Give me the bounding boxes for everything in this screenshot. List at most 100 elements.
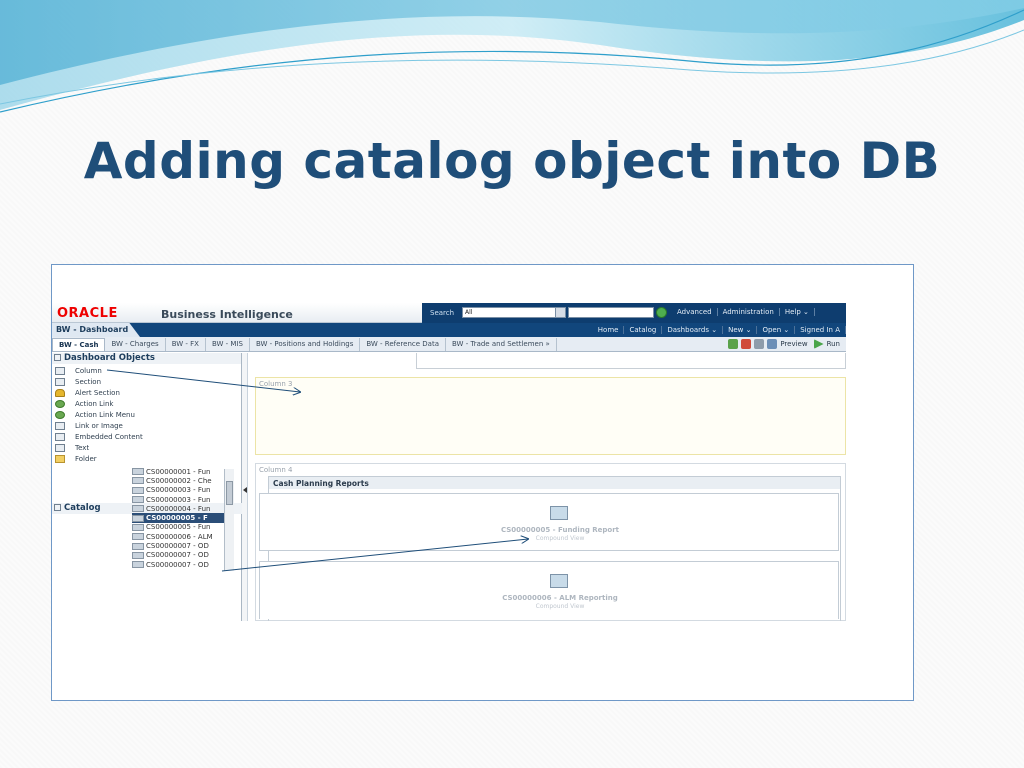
advanced-link[interactable]: Advanced [672, 308, 718, 316]
help-link[interactable]: Help ⌄ [780, 308, 815, 316]
dashboards-menu[interactable]: Dashboards ⌄ [662, 326, 724, 334]
slide-wave-decoration [0, 0, 1024, 113]
object-link-or-image[interactable]: Link or Image [55, 420, 241, 431]
object-section[interactable]: Section [55, 376, 241, 387]
search-label: Search [430, 309, 455, 317]
tab-bw-positions[interactable]: BW - Positions and Holdings [250, 338, 361, 351]
catalog-item[interactable]: CS00000004 - Fun [132, 504, 232, 513]
column-3[interactable]: Column 3 [255, 377, 846, 455]
dashboard-tabs: BW - Cash BW - Charges BW - FX BW - MIS … [52, 337, 846, 352]
dashboard-canvas: Column 3 Column 4 Cash Planning Reports … [249, 353, 846, 621]
object-text[interactable]: Text [55, 442, 241, 453]
report-icon [132, 514, 144, 522]
search-input[interactable] [568, 307, 654, 318]
tab-bw-mis[interactable]: BW - MIS [206, 338, 250, 351]
top-links: Advanced Administration Help ⌄ [672, 308, 815, 316]
catalog-item-label: CS00000003 - Fun [146, 486, 211, 495]
action-link-icon [55, 399, 65, 408]
catalog-link[interactable]: Catalog [624, 326, 663, 334]
report-alm[interactable]: CS00000006 - ALM Reporting Compound View [259, 561, 839, 619]
object-action-link[interactable]: Action Link [55, 398, 241, 409]
scrollbar-thumb[interactable] [226, 481, 233, 505]
object-action-link-menu[interactable]: Action Link Menu [55, 409, 241, 420]
report-funding[interactable]: CS00000005 - Funding Report Compound Vie… [259, 493, 839, 551]
panel-splitter[interactable] [242, 353, 248, 621]
catalog-item[interactable]: CS00000005 - Fun [132, 523, 232, 532]
catalog-item[interactable]: CS00000003 - Fun [132, 486, 232, 495]
editor-toolbar: Preview Run [728, 339, 846, 349]
object-label: Link or Image [75, 421, 123, 430]
catalog-item[interactable]: CS00000006 - ALM [132, 532, 232, 541]
object-column[interactable]: Column [55, 365, 241, 376]
product-title: Business Intelligence [161, 308, 293, 321]
report-icon [132, 477, 144, 485]
catalog-item-label: CS00000003 - Fun [146, 495, 211, 504]
home-link[interactable]: Home [593, 326, 625, 334]
open-menu[interactable]: Open ⌄ [757, 326, 796, 334]
run-icon [813, 339, 824, 349]
object-label: Text [75, 443, 90, 452]
catalog-item[interactable]: CS00000003 - Fun [132, 495, 232, 504]
report-icon [132, 561, 144, 569]
chevron-down-icon [555, 308, 565, 317]
catalog-item[interactable]: CS00000001 - Fun [132, 467, 232, 476]
tab-bw-reference[interactable]: BW - Reference Data [360, 338, 446, 351]
catalog-item-label: CS00000005 - Fun [146, 523, 211, 532]
report-icon [132, 505, 144, 513]
object-embedded-content[interactable]: Embedded Content [55, 431, 241, 442]
object-label: Alert Section [75, 388, 120, 397]
object-label: Section [75, 377, 102, 386]
collapse-arrow-icon[interactable] [243, 487, 247, 493]
signed-in-menu[interactable]: Signed In A [795, 326, 846, 334]
catalog-item-label: CS00000005 - F [146, 514, 208, 523]
tab-bw-trade[interactable]: BW - Trade and Settlemen » [446, 338, 557, 351]
delete-icon[interactable] [741, 339, 752, 349]
object-folder[interactable]: Folder [55, 453, 241, 464]
save-icon[interactable] [728, 339, 739, 349]
catalog-item-label: CS00000007 - OD [146, 542, 209, 551]
catalog-scrollbar[interactable] [224, 469, 234, 571]
search-scope-select[interactable]: All [462, 307, 566, 318]
report-icon [132, 551, 144, 559]
properties-icon[interactable] [754, 339, 765, 349]
catalog-item-selected[interactable]: CS00000005 - F [132, 513, 232, 523]
catalog-item[interactable]: CS00000007 - OD [132, 551, 232, 560]
tab-bw-fx[interactable]: BW - FX [166, 338, 206, 351]
report-icon [132, 533, 144, 541]
embed-icon [55, 432, 65, 441]
obi-header: ORACLE Business Intelligence Search All … [52, 303, 846, 323]
catalog-header[interactable]: Catalog [52, 503, 242, 514]
catalog-item[interactable]: CS00000002 - Che [132, 476, 232, 485]
dashboard-objects-title: Dashboard Objects [64, 353, 155, 363]
catalog-item-label: CS00000002 - Che [146, 476, 212, 485]
catalog-item-label: CS00000007 - OD [146, 560, 209, 569]
search-go-icon[interactable] [656, 307, 667, 318]
report-icon [132, 523, 144, 531]
object-alert-section[interactable]: Alert Section [55, 387, 241, 398]
tab-bw-charges[interactable]: BW - Charges [105, 338, 166, 351]
report-icon [132, 542, 144, 550]
object-label: Action Link Menu [75, 410, 135, 419]
catalog-item[interactable]: CS00000007 - OD [132, 541, 232, 550]
run-button[interactable]: Run [826, 340, 840, 348]
tab-bw-cash[interactable]: BW - Cash [52, 338, 106, 351]
search-area: Search All Advanced Administration Help … [422, 303, 846, 323]
action-menu-icon [55, 410, 65, 419]
preview-button[interactable]: Preview [780, 340, 808, 348]
report-icon [132, 468, 144, 476]
catalog-item[interactable]: CS00000007 - OD [132, 560, 232, 569]
collapse-icon [54, 354, 61, 361]
compound-view-icon [550, 506, 568, 520]
new-menu[interactable]: New ⌄ [723, 326, 758, 334]
compound-view-icon [550, 574, 568, 588]
column-4[interactable]: Column 4 Cash Planning Reports [255, 463, 846, 621]
report-type: Compound View [535, 535, 585, 542]
search-scope-value: All [465, 309, 473, 316]
dashboard-links: Home Catalog Dashboards ⌄ New ⌄ Open ⌄ S… [593, 326, 846, 334]
administration-link[interactable]: Administration [718, 308, 780, 316]
dashboard-objects-header[interactable]: Dashboard Objects [52, 353, 241, 364]
left-panel: Dashboard Objects Column Section Alert S… [52, 353, 242, 621]
preview-icon [767, 339, 778, 349]
bell-icon [55, 388, 65, 397]
catalog-item-label: CS00000004 - Fun [146, 504, 211, 513]
